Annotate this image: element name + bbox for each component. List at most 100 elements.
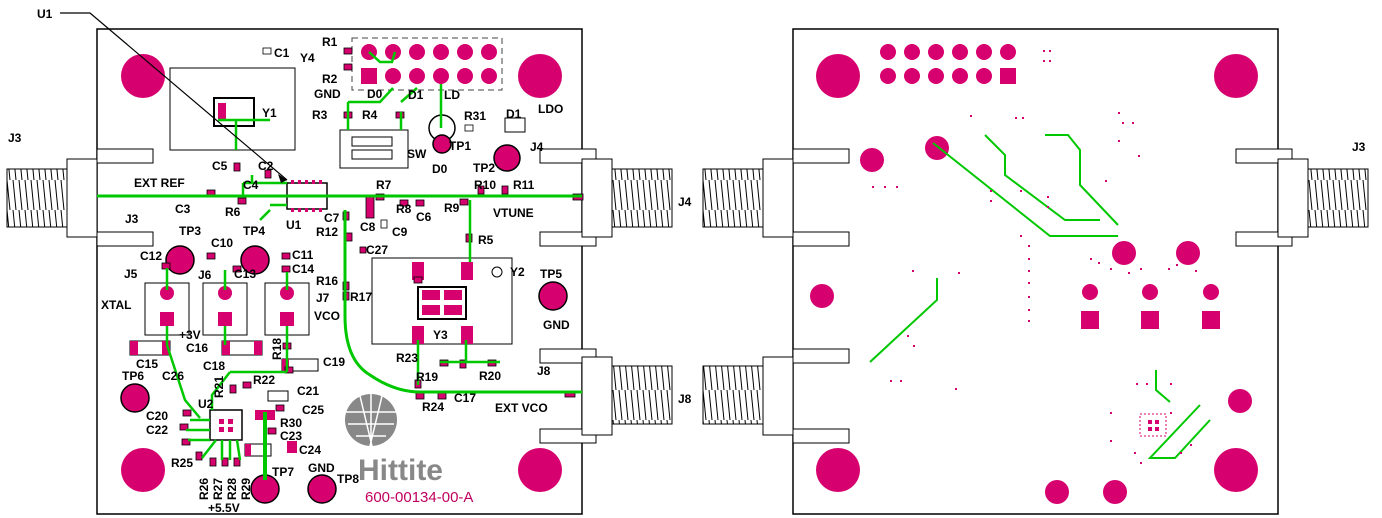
label-c3: C3 xyxy=(175,202,191,216)
label-tp2: TP2 xyxy=(473,161,495,175)
sma-connector-j8-bottom xyxy=(702,348,850,444)
label-tp3: TP3 xyxy=(179,224,201,238)
logo-brand-text: Hittite xyxy=(358,454,443,487)
label-tp1: TP1 xyxy=(449,139,471,153)
label-r25: R25 xyxy=(171,456,193,470)
sma-connector-j4-bottom xyxy=(702,148,850,247)
label-ext-vco: EXT VCO xyxy=(495,401,548,415)
label-y4: Y4 xyxy=(300,51,315,65)
label-u1b: U1 xyxy=(286,218,302,232)
label-gnd-mid: GND xyxy=(543,318,570,332)
label-j3-mid: J3 xyxy=(125,212,139,226)
mounting-hole xyxy=(121,54,165,98)
label-r20: R20 xyxy=(479,369,501,383)
label-c1: C1 xyxy=(274,46,290,60)
label-c21: C21 xyxy=(297,384,319,398)
dip-switch xyxy=(339,129,409,169)
label-c26: C26 xyxy=(162,369,184,383)
pads-bottom xyxy=(810,136,1252,504)
label-c16: C16 xyxy=(186,341,208,355)
label-j8-bottom: J8 xyxy=(678,392,692,406)
label-tp7: TP7 xyxy=(272,465,294,479)
label-j4-bottom: J4 xyxy=(678,195,692,209)
label-r16: R16 xyxy=(316,274,338,288)
label-r30: R30 xyxy=(280,416,302,430)
mounting-hole xyxy=(518,54,562,98)
label-y1: Y1 xyxy=(262,106,277,120)
label-d0: D0 xyxy=(367,87,383,101)
mounting-hole xyxy=(121,448,165,492)
label-c11: C11 xyxy=(292,248,314,262)
label-r23: R23 xyxy=(396,351,418,365)
top-board: Hittite 600-00134-00-A U1 C1 R1 Y4 R2 GN… xyxy=(6,7,673,515)
label-c25: C25 xyxy=(302,403,324,417)
label-c20: C20 xyxy=(146,409,168,423)
label-r27: R27 xyxy=(211,478,225,500)
label-c4: C4 xyxy=(243,178,259,192)
label-tp4: TP4 xyxy=(243,224,265,238)
header-pins-bottom xyxy=(880,44,1016,84)
label-c15: C15 xyxy=(136,357,158,371)
label-r2: R2 xyxy=(322,72,338,86)
label-r29: R29 xyxy=(239,478,253,500)
label-tp5: TP5 xyxy=(540,267,562,281)
label-gnd-top: GND xyxy=(314,87,341,101)
label-r17: R17 xyxy=(350,290,372,304)
sma-connector-j8 xyxy=(539,348,673,444)
sma-connector-j3-bottom xyxy=(1235,148,1369,247)
label-r3: R3 xyxy=(312,108,328,122)
label-c13: C13 xyxy=(234,267,256,281)
label-r26: R26 xyxy=(197,478,211,500)
label-r19: R19 xyxy=(416,370,438,384)
label-d0b: D0 xyxy=(432,162,448,176)
label-c7: C7 xyxy=(324,211,340,225)
hittite-logo: Hittite 600-00134-00-A xyxy=(345,394,473,506)
silkscreen-labels: U1 C1 R1 Y4 R2 GND D0 D1 LD LDO Y1 R3 R4… xyxy=(8,7,570,515)
label-j5: J5 xyxy=(124,267,138,281)
label-j6: J6 xyxy=(198,268,212,282)
label-r7: R7 xyxy=(376,178,392,192)
header-outline xyxy=(351,37,503,91)
label-r21: R21 xyxy=(212,376,226,398)
label-j8: J8 xyxy=(537,364,551,378)
label-p3v: +3V xyxy=(179,328,201,342)
label-r12: R12 xyxy=(316,225,338,239)
label-p55v: +5.5V xyxy=(208,501,240,515)
label-r1: R1 xyxy=(322,35,338,49)
label-r6: R6 xyxy=(225,205,241,219)
label-c10: C10 xyxy=(211,236,233,250)
vias-bottom xyxy=(872,50,1197,464)
traces-top xyxy=(97,51,582,480)
label-r10: R10 xyxy=(474,178,496,192)
label-vtune: VTUNE xyxy=(493,206,534,220)
label-c9: C9 xyxy=(392,225,408,239)
label-y3: Y3 xyxy=(433,328,448,342)
label-c18: C18 xyxy=(203,359,225,373)
label-r22: R22 xyxy=(253,373,275,387)
label-c17: C17 xyxy=(454,391,476,405)
label-c27: C27 xyxy=(366,243,388,257)
label-c6: C6 xyxy=(416,210,432,224)
sma-connector-j3 xyxy=(6,148,154,247)
label-ext-ref: EXT REF xyxy=(134,176,185,190)
label-r9: R9 xyxy=(444,201,460,215)
label-c19: C19 xyxy=(323,355,345,369)
label-r24: R24 xyxy=(422,400,444,414)
label-u2: U2 xyxy=(198,397,214,411)
regulator-chip-u2 xyxy=(209,409,243,441)
label-j3-left: J3 xyxy=(8,131,22,145)
label-vco: VCO xyxy=(314,309,340,323)
label-xtal: XTAL xyxy=(101,298,131,312)
label-c5: C5 xyxy=(212,159,228,173)
label-c2: C2 xyxy=(258,159,274,173)
label-c12: C12 xyxy=(140,249,162,263)
sma-connector-j4 xyxy=(539,148,673,247)
u1-pointer xyxy=(60,12,288,181)
label-tp6: TP6 xyxy=(122,369,144,383)
label-r11: R11 xyxy=(513,178,535,192)
label-d1b: D1 xyxy=(506,107,522,121)
label-c23: C23 xyxy=(280,429,302,443)
label-c22: C22 xyxy=(146,423,168,437)
label-d1: D1 xyxy=(408,88,424,102)
